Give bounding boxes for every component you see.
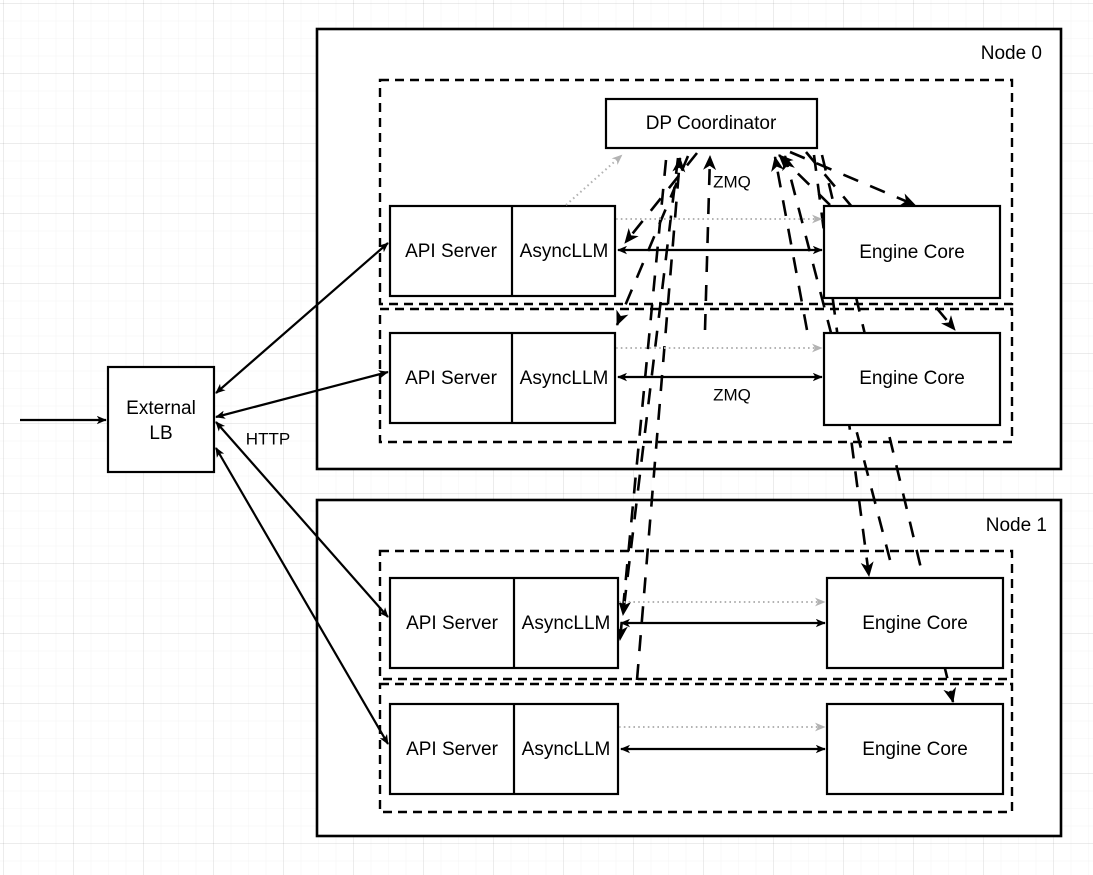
zmq-label-top: ZMQ <box>713 172 751 191</box>
lb-to-api-edges <box>215 242 389 745</box>
api-server-label: API Server <box>406 613 499 634</box>
lb-api-edge-3 <box>215 447 389 745</box>
api-server-box[interactable] <box>388 702 620 796</box>
lb-api-edge-1 <box>215 370 389 419</box>
api-server-label: API Server <box>406 739 499 760</box>
node-1-group-1: API Server AsyncLLM Engine Core <box>388 702 1005 796</box>
node-0-label: Node 0 <box>981 43 1042 64</box>
engine-core-label: Engine Core <box>859 368 965 389</box>
dp-coordinator[interactable]: DP Coordinator <box>604 97 819 150</box>
api-server-label: API Server <box>405 368 498 389</box>
zmq-label-mid: ZMQ <box>713 385 751 404</box>
http-label: HTTP <box>246 429 290 448</box>
external-lb-box[interactable] <box>106 365 216 474</box>
node-0-group-0: API Server AsyncLLM Engine Core <box>388 204 1002 300</box>
asyncllm-label: AsyncLLM <box>522 613 611 634</box>
engine-core-box[interactable] <box>825 702 1005 796</box>
node-1-group-1-frame <box>378 682 1014 814</box>
engine-core-label: Engine Core <box>859 242 965 263</box>
dp-coordinator-box[interactable] <box>604 97 819 150</box>
engine-core-label: Engine Core <box>862 739 968 760</box>
node-1-label: Node 1 <box>986 515 1047 536</box>
api-server-box[interactable] <box>388 331 617 425</box>
node-0-group-1: API Server AsyncLLM Engine Core ZMQ <box>388 331 1002 427</box>
dp-coordinator-label: DP Coordinator <box>646 113 777 134</box>
external-lb[interactable]: External LB <box>106 365 216 474</box>
engine-core-box[interactable] <box>822 204 1002 300</box>
node-0-group-0-frame <box>378 78 1014 306</box>
external-lb-label-line2: LB <box>149 423 172 444</box>
engine-core-box[interactable] <box>822 331 1002 427</box>
asyncllm-coordinator-dotted-edge <box>565 154 623 206</box>
api-server-box[interactable] <box>388 204 617 298</box>
asyncllm-label: AsyncLLM <box>522 739 611 760</box>
engine-core-box[interactable] <box>825 576 1005 670</box>
external-lb-label-line1: External <box>126 398 196 419</box>
api-server-box[interactable] <box>388 576 620 670</box>
lb-api-edge-0 <box>215 242 389 394</box>
asyncllm-label: AsyncLLM <box>520 241 609 262</box>
api-server-label: API Server <box>405 241 498 262</box>
engine-core-label: Engine Core <box>862 613 968 634</box>
node-1-group-0: API Server AsyncLLM Engine Core <box>388 576 1005 670</box>
asyncllm-label: AsyncLLM <box>520 368 609 389</box>
